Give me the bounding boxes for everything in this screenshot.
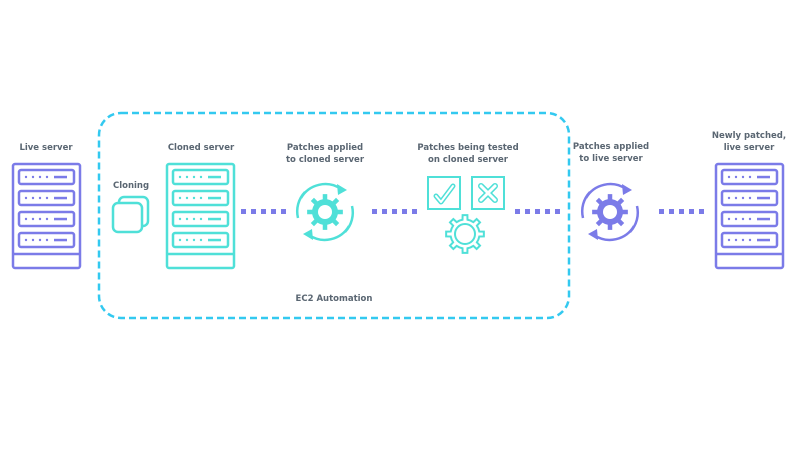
connector-live-patch-to-new-server [659,209,704,214]
label-patches-applied-live-line1: Patches applied [572,142,650,152]
label-newly-patched: Newly patched, live server [697,130,800,154]
newly-patched-server-icon [714,162,785,270]
gear-outline-shape [445,214,485,254]
connector-cloned-to-patch [241,209,286,214]
label-patches-tested-line1: Patches being tested [417,143,519,153]
label-patches-applied-live: Patches applied to live server [555,141,667,165]
label-patches-applied-live-line2: to live server [579,154,643,164]
label-patches-tested-line2: on cloned server [427,155,508,165]
label-patches-applied-cloned-line1: Patches applied [286,143,364,153]
patch-cloned-gear-refresh-icon [295,182,355,242]
connector-test-to-live-patch [515,209,560,214]
label-newly-patched-line1: Newly patched, [711,131,787,141]
label-live-server: Live server [19,143,73,153]
label-patches-applied-cloned: Patches applied to cloned server [265,142,385,166]
label-newly-patched-line2: live server [723,143,775,153]
label-ec2-automation: EC2 Automation [295,294,373,304]
connector-patch-to-test [372,209,417,214]
label-cloned-server: Cloned server [167,143,235,153]
cloned-server-icon [165,162,236,270]
cloning-icon [111,195,150,234]
patch-live-gear-refresh-icon [580,182,640,242]
label-patches-applied-cloned-line2: to cloned server [285,155,365,165]
test-check-icon [427,176,461,210]
test-cross-icon [471,176,505,210]
label-cloning: Cloning [112,181,150,191]
live-server-icon [11,162,82,270]
ec2-automation-group-border [97,111,571,320]
test-gear-outline-icon [445,214,485,254]
label-patches-tested: Patches being tested on cloned server [400,142,536,166]
